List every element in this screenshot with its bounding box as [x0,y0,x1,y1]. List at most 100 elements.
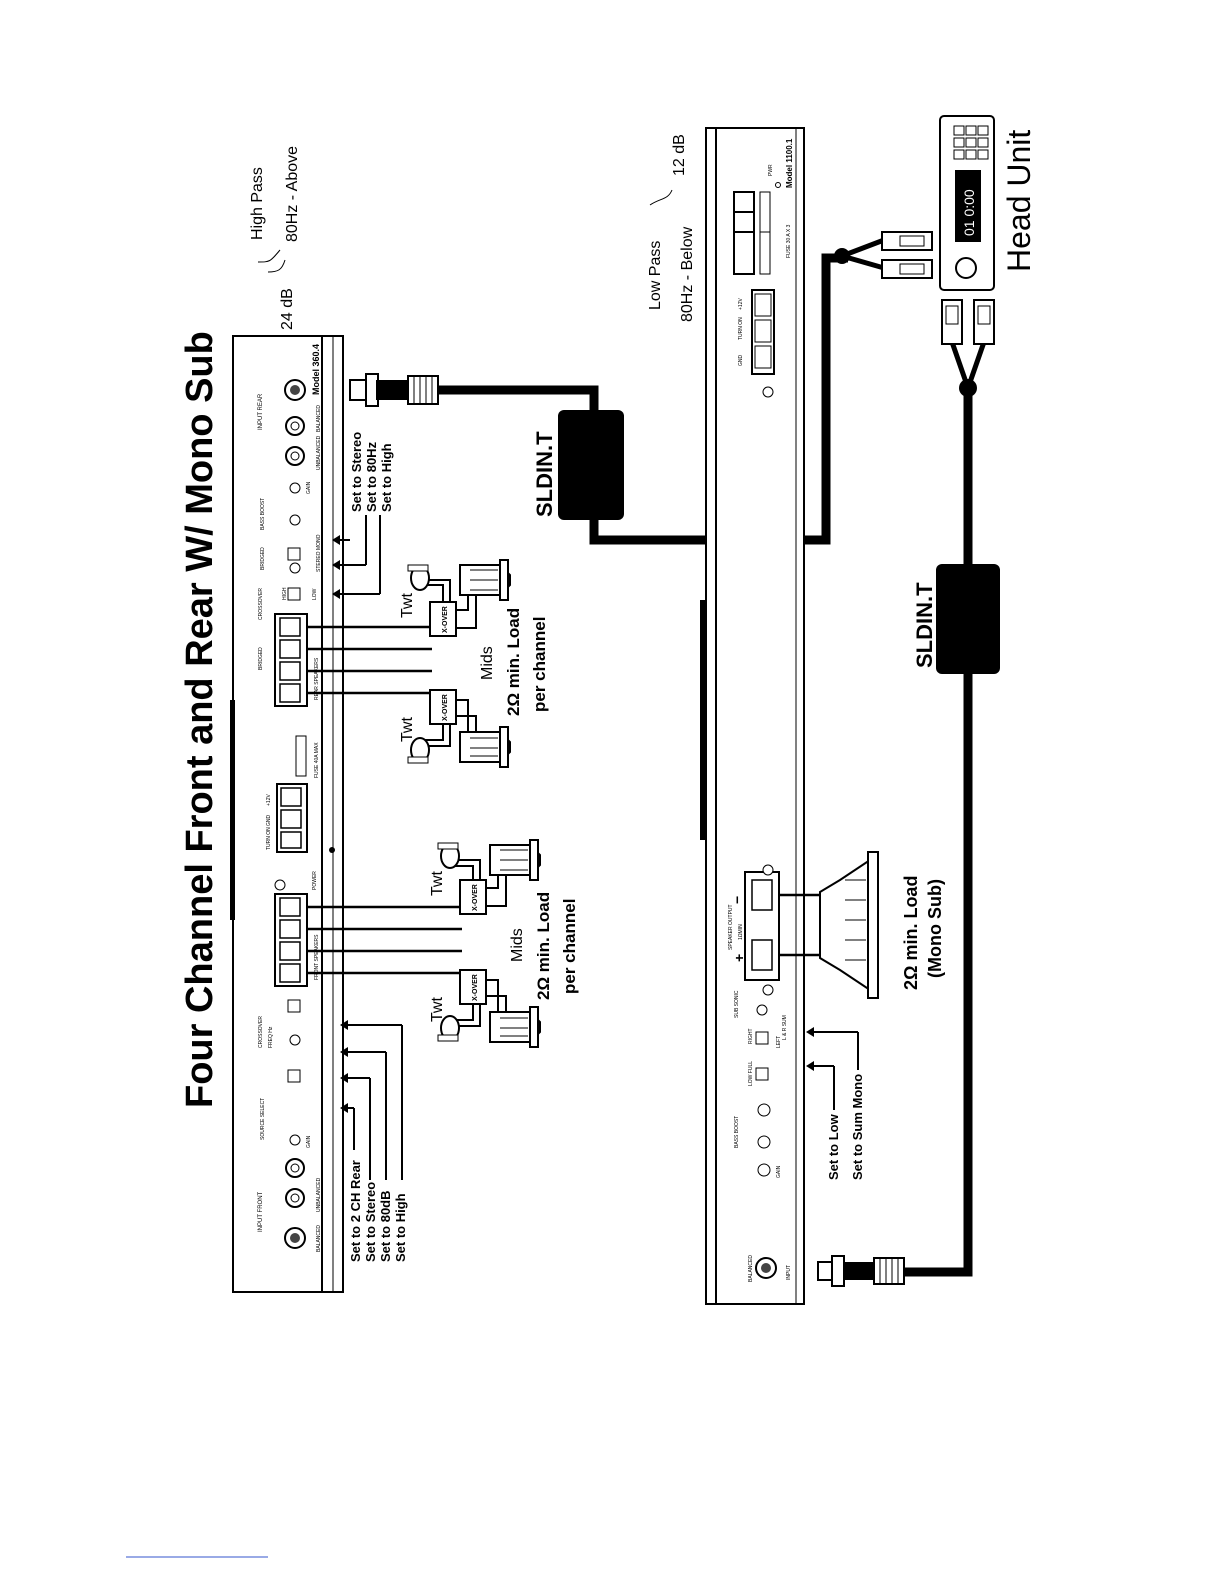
page-title: Four Channel Front and Rear W/ Mono Sub [179,331,221,1108]
amp1-high-rear: HIGH [282,587,288,600]
sub-settings: Set to Low Set to Sum Mono [806,1027,865,1180]
amp1-fuse: FUSE 40A MAX [314,742,320,778]
front-setting-3: Set to High [393,1193,408,1262]
front-xover-2-label: X-OVER [472,974,479,1001]
amp-360-4: Model 360.4 INPUT REAR BALANCED UNBALANC… [230,335,344,1293]
amp1-stereo-mono-rear: STEREO MONO [316,534,322,572]
high-pass-freq: 80Hz - Above [284,146,301,242]
head-unit-display: 01 0:00 [961,189,977,236]
amp2-turn-on: TURN ON [738,317,744,340]
rear-load-label: 2Ω min. Load [504,608,523,716]
front-xover-1: X-OVER Twt [429,839,541,915]
amp2-speaker-output: SPEAKER OUTPUT [728,904,734,950]
rear-xover-2: X-OVER Twt [399,689,511,768]
rear-setting-1: Set to 80Hz [364,441,379,512]
front-load-label: 2Ω min. Load [534,892,553,1000]
rear-twt-2: Twt [399,717,416,742]
rear-xover-2-label: X-OVER [442,694,449,721]
front-twt-2: Twt [429,997,446,1022]
low-pass-label: Low Pass [647,241,664,310]
amp1-power: POWER [312,871,318,890]
amp2-sub-sonic: SUB SONIC [734,990,740,1018]
amp2-pwr: PWR [768,164,774,176]
amp2-minus: − [729,896,745,904]
amp1-bass-boost: BASS BOOST [260,498,266,530]
low-pass-slope: 12 dB [671,134,688,176]
amp1-input-rear: INPUT REAR [258,393,264,430]
amp1-crossover-rear: CROSSOVER [258,588,264,620]
front-setting-1: Set to Stereo [363,1182,378,1262]
rear-speaker-wiring [307,625,432,695]
mono-subwoofer [819,851,879,999]
head-unit: 01 0:00 Head Unit [939,115,1037,291]
amp1-input-front: INPUT FRONT [258,1191,264,1232]
amp1-model: Model 360.4 [311,344,321,395]
rear-twt-1: Twt [399,593,416,618]
amp1-front-speakers: FRONT SPEAKERS [314,934,320,980]
amp1-plus12v: +12V [266,794,272,806]
sldin-1-label: SLDIN.T [532,431,557,517]
sub-setting-1: Set to Sum Mono [850,1074,865,1180]
high-pass-annotation: High Pass 80Hz - Above 24 dB [249,146,301,330]
amp1-gain-front: GAIN [306,1135,312,1148]
low-pass-freq: 80Hz - Below [679,226,696,322]
sldin-module-1: SLDIN.T [532,410,624,520]
amp1-turn-on: TURN ON [266,827,272,850]
amp1-bridged-label: BRIDGED [258,647,264,670]
amp2-input: INPUT [786,1265,792,1280]
mono-sub-label: (Mono Sub) [925,879,945,978]
rear-input-cable [349,253,848,545]
front-xover-2: X-OVER Twt [429,969,541,1048]
amp-1100-1: Model 1100.1 PWR FUSE 30 A X 3 +12V TURN… [700,127,805,1305]
rear-xover-1: X-OVER Twt [399,559,511,637]
rear-settings: Set to Stereo Set to 80Hz Set to High [332,432,394,599]
high-pass-slope: 24 dB [279,288,296,330]
mono-load-label: 2Ω min. Load [901,876,921,990]
amp1-balanced-rear: BALANCED [316,405,322,432]
amp1-low-full-rear: LOW [312,588,318,600]
rear-setting-0: Set to Stereo [349,432,364,512]
amp2-right: RIGHT [748,1028,754,1044]
sldin-module-2: SLDIN.T [912,564,1000,674]
amp1-crossover-front: CROSSOVER [258,1016,264,1048]
front-settings: Set to 2 CH Rear Set to Stereo Set to 80… [340,1020,408,1262]
amp2-bass-boost: BASS BOOST [734,1116,740,1148]
rca-y-cable-high [834,231,933,279]
rear-per-channel: per channel [530,617,549,712]
amp1-freq-front: FREQ Hz [268,1026,274,1048]
amp2-sum: L & R SUM [782,1015,788,1040]
sldin-2-label: SLDIN.T [912,582,937,668]
front-speaker-wiring [307,905,462,975]
amp2-gnd: GND [738,355,744,367]
rear-xover-1-label: X-OVER [442,606,449,633]
amp2-left: LEFT [776,1036,782,1048]
amp2-plus12v: +12V [738,298,744,310]
front-setting-2: Set to 80dB [378,1190,393,1262]
sub-setting-0: Set to Low [826,1113,841,1180]
amp2-gain: GAIN [776,1165,782,1178]
front-twt-1: Twt [429,871,446,896]
amp1-unbalanced-front: UNBALANCED [316,1177,322,1212]
amp1-gnd: GND [266,815,272,827]
amp2-ohm: 1ΩMIN [738,924,744,940]
amp1-rear-speakers: REAR SPEAKERS [314,657,320,700]
amp1-balanced-front: BALANCED [316,1225,322,1252]
sub-input-cable [817,390,973,1287]
front-per-channel: per channel [560,899,579,994]
amp2-balanced: BALANCED [748,1255,754,1282]
amp2-model: Model 1100.1 [785,138,794,188]
low-pass-annotation: Low Pass 80Hz - Below 12 dB [647,134,696,322]
amp2-plus: + [731,954,747,962]
amp1-gain-rear: GAIN [306,481,312,494]
high-pass-label: High Pass [249,167,266,240]
front-xover-1-label: X-OVER [472,884,479,911]
front-mids-label: Mids [509,928,526,962]
amp2-low-full: LOW FULL [748,1061,754,1086]
amp2-fuse: FUSE 30 A X 3 [786,224,792,258]
amp1-bridged-rear: BRIDGED [260,547,266,570]
rear-setting-2: Set to High [379,443,394,512]
front-setting-0: Set to 2 CH Rear [348,1160,363,1262]
rear-mids-label: Mids [479,646,496,680]
amp1-unbalanced-rear: UNBALANCED [316,435,322,470]
